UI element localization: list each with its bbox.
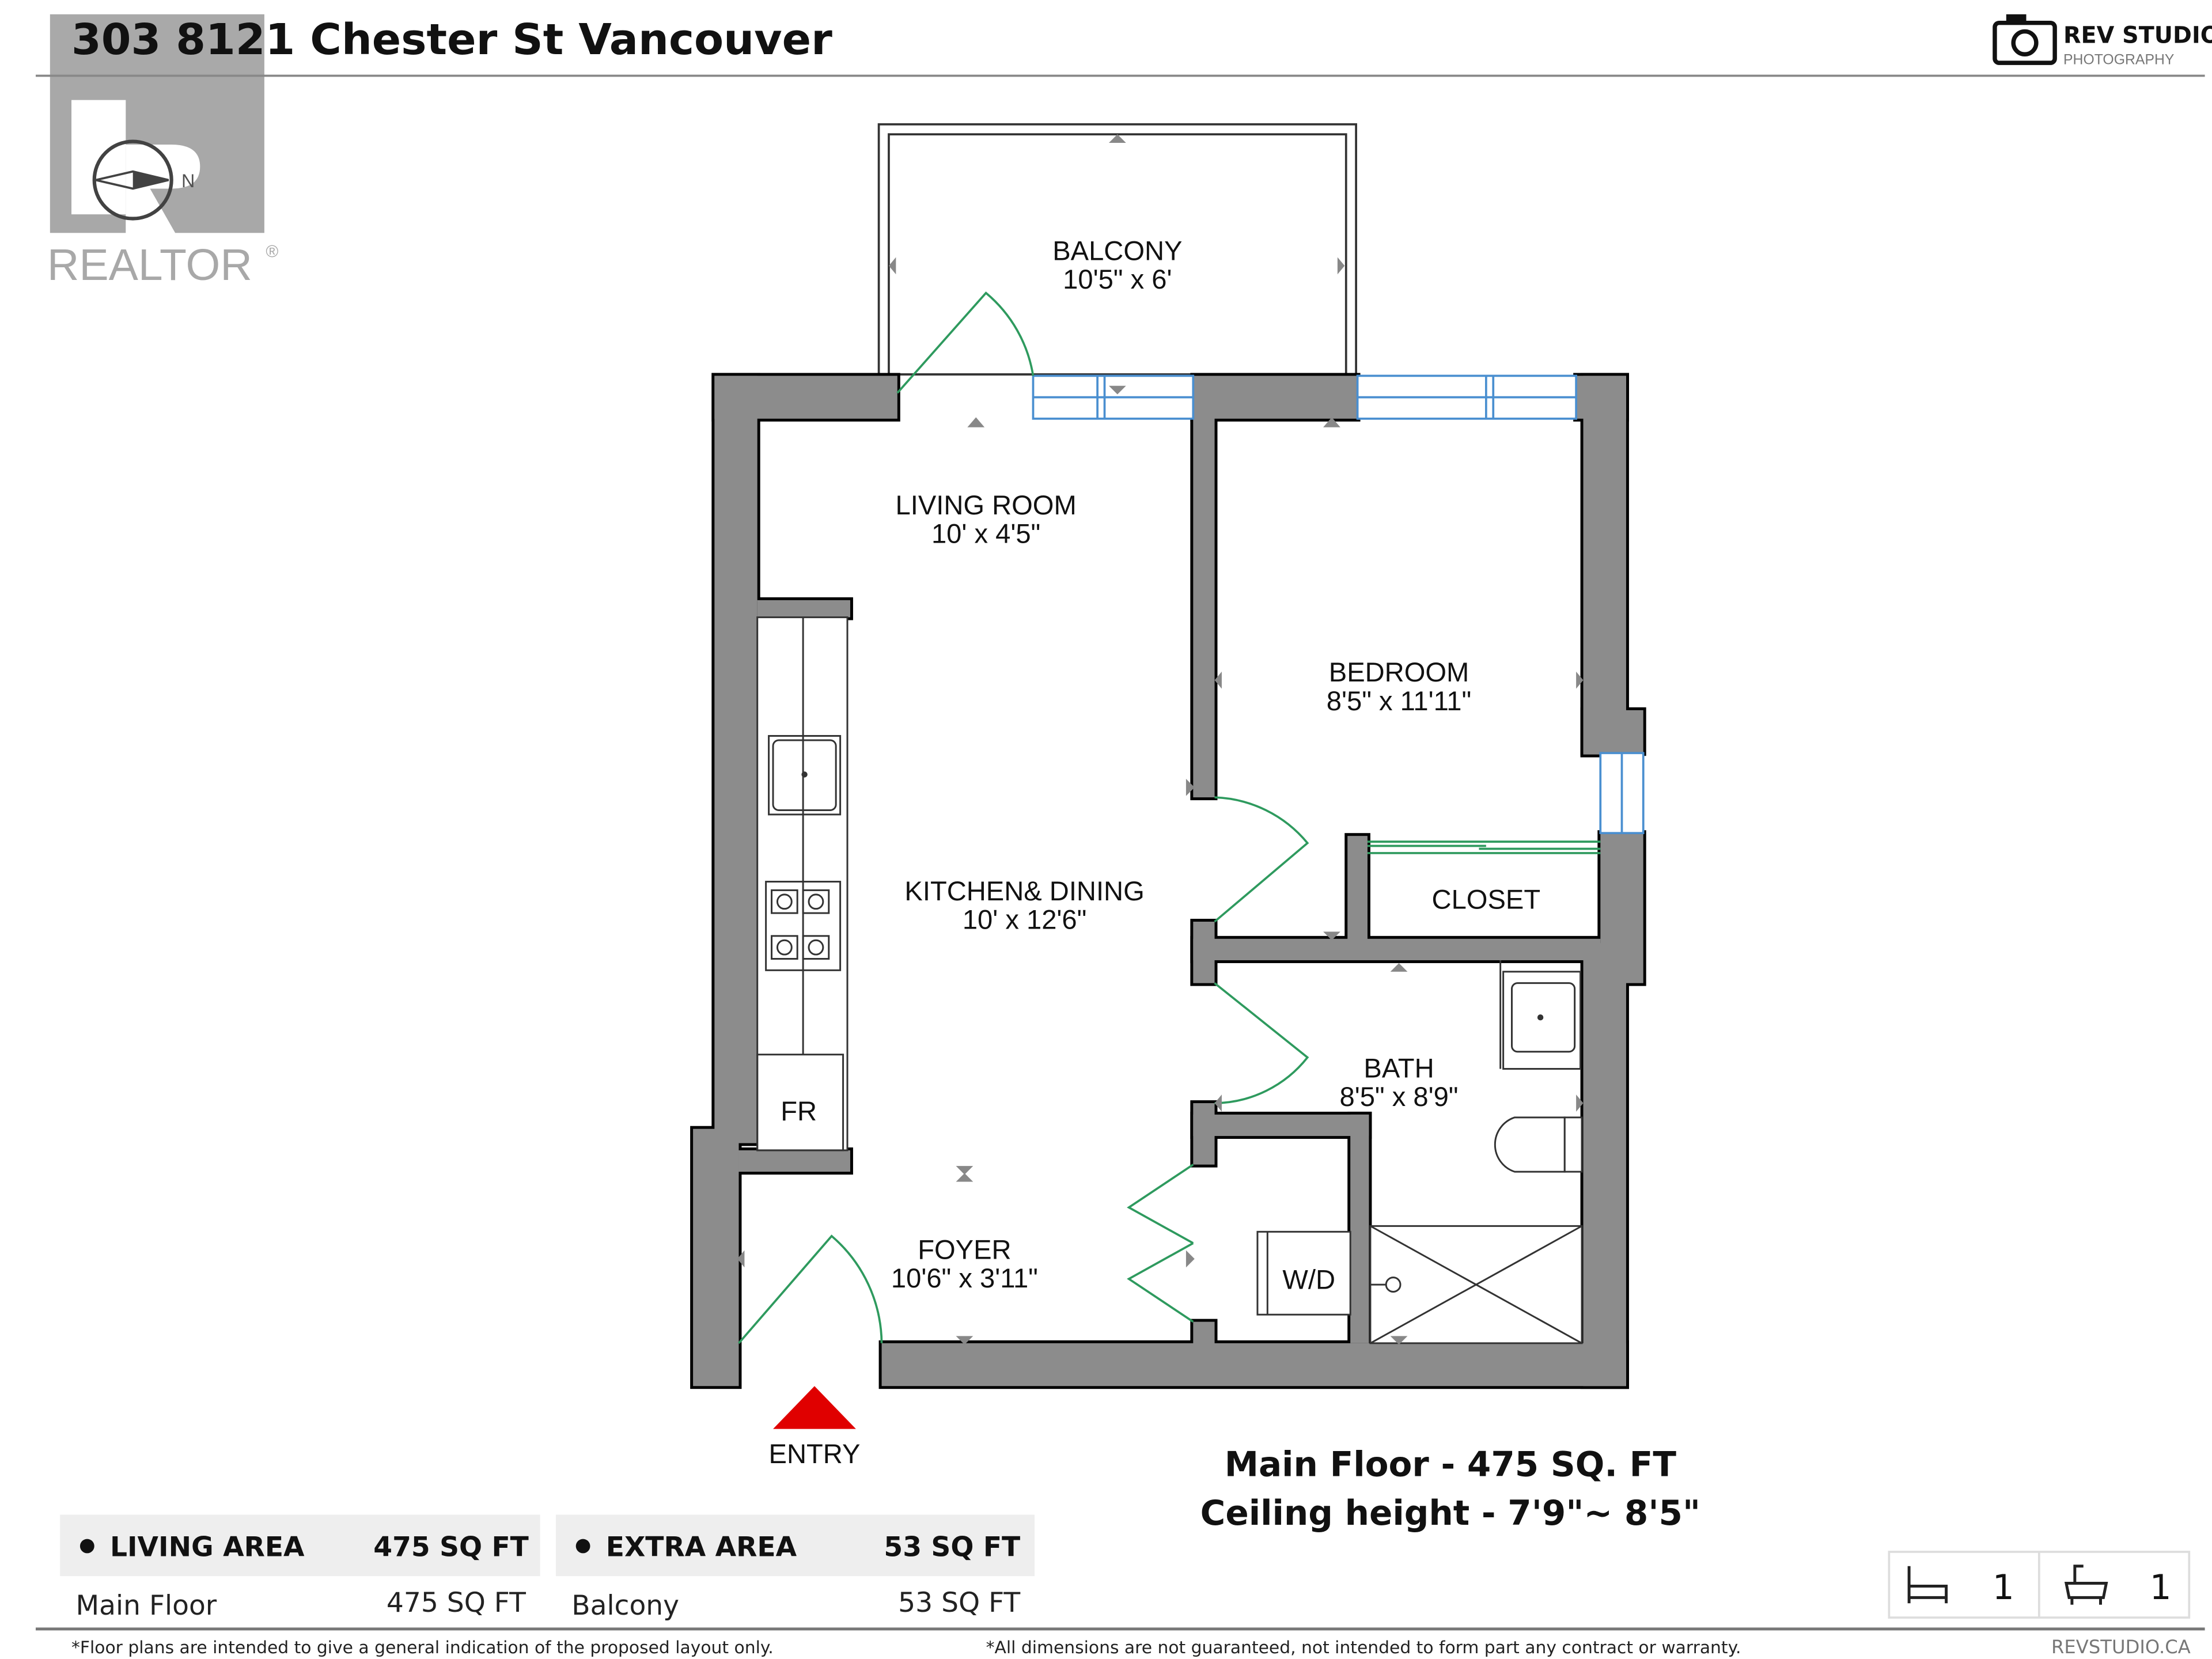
svg-text:475 SQ FT: 475 SQ FT [373, 1531, 529, 1563]
svg-text:LIVING AREA: LIVING AREA [110, 1531, 305, 1563]
room-counts: 1 1 [1888, 1551, 2191, 1619]
svg-text:EXTRA AREA: EXTRA AREA [606, 1531, 797, 1563]
camera-icon [1993, 14, 2057, 65]
cooktop-icon [765, 881, 842, 971]
entry-arrow-icon [773, 1386, 856, 1429]
fridge [756, 1054, 844, 1152]
kitchen-counter [756, 616, 849, 1152]
svg-text:FOYER: FOYER [918, 1234, 1011, 1264]
bath-sink-icon [1502, 971, 1582, 1070]
room-bath: BATH 8'5" x 8'9" [1340, 1052, 1459, 1112]
extra-area-table: EXTRA AREA 53 SQ FT Balcony 53 SQ FT [555, 1514, 1035, 1622]
svg-text:8'5" x 8'9": 8'5" x 8'9" [1340, 1081, 1459, 1112]
room-bedroom: BEDROOM 8'5" x 11'11" [1327, 657, 1471, 716]
svg-text:BEDROOM: BEDROOM [1329, 657, 1469, 687]
svg-text:PHOTOGRAPHY: PHOTOGRAPHY [2063, 52, 2174, 68]
fridge-label: FR [781, 1096, 817, 1126]
svg-text:475 SQ FT: 475 SQ FT [387, 1587, 526, 1619]
room-closet: CLOSET [1432, 884, 1541, 915]
svg-text:REV STUDIO: REV STUDIO [2063, 22, 2212, 48]
living-area-table: LIVING AREA 475 SQ FT Main Floor 475 SQ … [60, 1514, 540, 1622]
bed-icon [1907, 1566, 1948, 1604]
svg-text:REALTOR: REALTOR [47, 240, 252, 290]
room-kitchen-dining: KITCHEN& DINING 10' x 12'6" [904, 876, 1144, 935]
rev-studio-logo: REV STUDIO PHOTOGRAPHY [1993, 14, 2212, 68]
room-balcony: BALCONY 10'5" x 6' [1052, 235, 1182, 294]
svg-text:10' x 4'5": 10' x 4'5" [931, 518, 1040, 549]
footnote-dimensions: *All dimensions are not guaranteed, not … [986, 1638, 1741, 1658]
svg-text:Balcony: Balcony [571, 1590, 679, 1622]
washer-dryer [1256, 1230, 1351, 1316]
dimension-markers [737, 134, 1584, 1345]
washer-dryer-label: W/D [1282, 1264, 1335, 1295]
svg-text:BATH: BATH [1363, 1052, 1434, 1083]
svg-text:10'6" x 3'11": 10'6" x 3'11" [891, 1263, 1038, 1293]
entry-label: ENTRY [769, 1438, 861, 1469]
room-foyer: FOYER 10'6" x 3'11" [891, 1234, 1038, 1293]
bath-fixtures [1256, 960, 1583, 1344]
svg-text:53 SQ FT: 53 SQ FT [884, 1531, 1020, 1563]
svg-text:10' x 12'6": 10' x 12'6" [963, 904, 1087, 934]
sink-icon [768, 735, 842, 816]
footnote-layout: *Floor plans are intended to give a gene… [71, 1638, 774, 1658]
page-title: 303 8121 Chester St Vancouver [71, 14, 832, 65]
svg-text:8'5" x 11'11": 8'5" x 11'11" [1327, 685, 1471, 716]
floor-summary: Main Floor - 475 SQ. FT [1225, 1445, 1677, 1484]
bedroom-count: 1 [1993, 1568, 2014, 1608]
svg-text:53 SQ FT: 53 SQ FT [898, 1587, 1020, 1619]
compass-north-label: N [181, 171, 195, 191]
svg-text:®: ® [266, 243, 278, 262]
bathroom-count: 1 [2150, 1568, 2172, 1608]
svg-text:LIVING ROOM: LIVING ROOM [896, 490, 1077, 520]
svg-text:10'5" x 6': 10'5" x 6' [1063, 264, 1172, 294]
room-living: LIVING ROOM 10' x 4'5" [896, 490, 1077, 549]
bathtub-icon [2064, 1565, 2108, 1605]
svg-text:BALCONY: BALCONY [1052, 235, 1182, 266]
toilet-icon [1494, 1116, 1583, 1173]
shower-icon [1369, 1225, 1583, 1344]
ceiling-height: Ceiling height - 7'9"~ 8'5" [1200, 1494, 1700, 1533]
doors [738, 291, 1601, 1344]
svg-text:KITCHEN& DINING: KITCHEN& DINING [904, 876, 1144, 906]
windows [1032, 374, 1645, 835]
svg-text:Main Floor: Main Floor [75, 1590, 217, 1622]
compass-icon [92, 139, 173, 221]
footer-site: REVSTUDIO.CA [2051, 1636, 2191, 1658]
realtor-logo: N REALTOR ® [47, 14, 278, 315]
